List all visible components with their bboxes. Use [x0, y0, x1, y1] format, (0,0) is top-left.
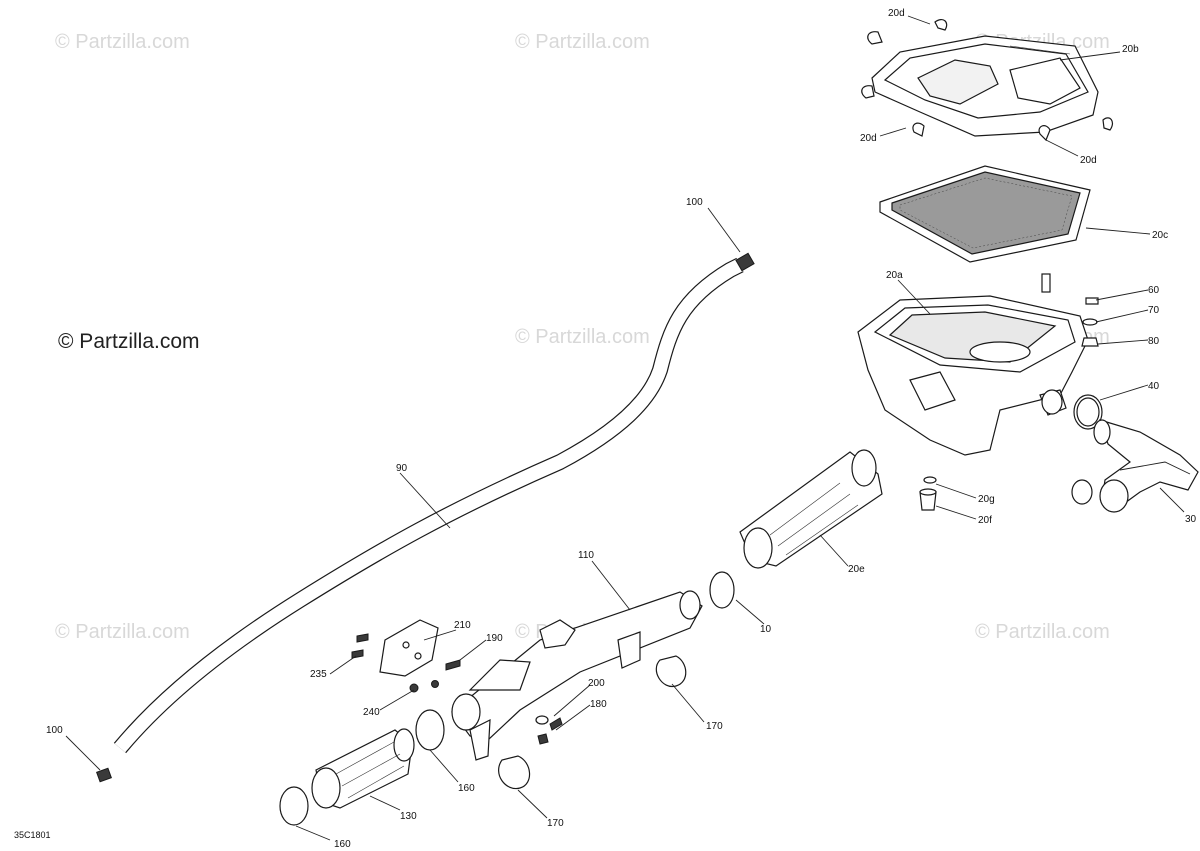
- clamp-30: [1071, 479, 1093, 505]
- callout-110: 110: [578, 550, 594, 561]
- diagram-code: 35C1801: [14, 830, 51, 840]
- callout-80: 80: [1148, 336, 1160, 347]
- callout-20e: 20e: [848, 564, 865, 575]
- air-filter-20c: [879, 165, 1091, 263]
- clamp-10: [709, 571, 735, 609]
- callout-170: 170: [706, 721, 723, 732]
- callout-160: 160: [458, 783, 475, 794]
- callout-100: 100: [686, 197, 703, 208]
- callout-160: 160: [334, 839, 351, 850]
- callout-labels: 20d 20b 20d 20d 20c 100 20a 60 70 80 40 …: [46, 8, 1197, 850]
- callout-30: 30: [1185, 514, 1197, 525]
- callout-20c: 20c: [1152, 230, 1168, 241]
- watermark-main: © Partzilla.com: [58, 330, 200, 353]
- callout-20f: 20f: [978, 515, 992, 526]
- bellows-130: [311, 728, 415, 809]
- intake-tube-110: [451, 590, 703, 761]
- clips-20d: [861, 18, 1114, 142]
- watermark-text: © Partzilla.com: [55, 621, 190, 643]
- watermark-text: © Partzilla.com: [55, 31, 190, 53]
- callout-235: 235: [310, 669, 327, 680]
- bracket-210: [379, 619, 439, 677]
- callout-190: 190: [486, 633, 503, 644]
- callout-10: 10: [760, 624, 772, 635]
- callout-100: 100: [46, 725, 63, 736]
- callout-20d: 20d: [1080, 155, 1097, 166]
- callout-180: 180: [590, 699, 607, 710]
- watermark-text: © Partzilla.com: [515, 31, 650, 53]
- clamps-170: [498, 655, 687, 790]
- watermark-text: © Partzilla.com: [975, 621, 1110, 643]
- bellows-20e: [739, 449, 883, 569]
- callout-240: 240: [363, 707, 380, 718]
- bolts-60-70-80: [1041, 273, 1099, 347]
- callout-170: 170: [547, 818, 564, 829]
- airbox-cover-20b: [871, 35, 1099, 137]
- callout-130: 130: [400, 811, 417, 822]
- fasteners: [351, 633, 563, 745]
- clamp-160-mid: [415, 709, 445, 751]
- watermark-text: © Partzilla.com: [515, 326, 650, 348]
- airbox-base-20a: [857, 295, 1089, 456]
- clamp-40: [1073, 394, 1103, 430]
- callout-20a: 20a: [886, 270, 903, 281]
- callout-60: 60: [1148, 285, 1160, 296]
- callout-20d: 20d: [860, 133, 877, 144]
- callout-200: 200: [588, 678, 605, 689]
- drain-20f-20g: [919, 476, 937, 511]
- callout-90: 90: [396, 463, 408, 474]
- callout-20b: 20b: [1122, 44, 1139, 55]
- clamp-160-bottom: [279, 786, 309, 826]
- callout-210: 210: [454, 620, 471, 631]
- hose-90: [96, 252, 755, 783]
- leader-lines: [65, 15, 1185, 841]
- intake-elbow-30: [1093, 419, 1199, 513]
- callout-20g: 20g: [978, 494, 995, 505]
- callout-20d: 20d: [888, 8, 905, 19]
- callout-70: 70: [1148, 305, 1160, 316]
- callout-40: 40: [1148, 381, 1160, 392]
